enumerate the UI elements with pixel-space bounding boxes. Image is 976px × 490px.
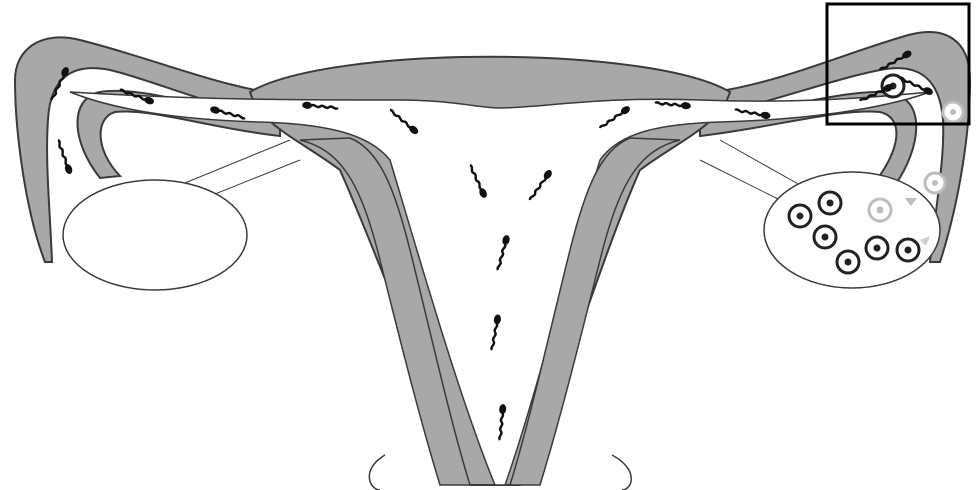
egg-icon [814, 226, 836, 248]
egg-icon [869, 199, 891, 221]
egg-icon [943, 102, 963, 122]
sperm-icon [55, 139, 73, 174]
uterine-cavity [70, 92, 930, 485]
egg-icon [837, 251, 859, 273]
left-ovary [63, 180, 247, 290]
egg-icon [925, 173, 945, 193]
egg-icon [789, 205, 811, 227]
egg-icon [897, 239, 919, 261]
egg-icon [819, 192, 841, 214]
egg-icon [866, 237, 888, 259]
